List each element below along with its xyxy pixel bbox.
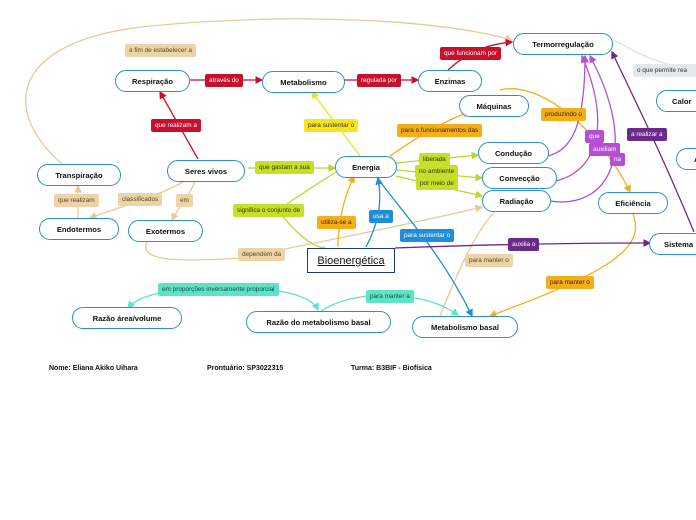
footer-prontuario: Prontuário: SP3022315 — [207, 365, 284, 372]
main-topic-bioenergetica[interactable]: Bioenergética — [307, 248, 395, 273]
link-em: em — [176, 194, 193, 207]
footer-turma: Turma: B3BIF - Biofísica — [351, 365, 432, 372]
link-para-manter-a: para manter a — [366, 290, 414, 303]
node-transpiracao[interactable]: Transpiração — [37, 164, 121, 186]
link-para-manter-o: para manter o — [465, 254, 513, 267]
link-que-funcionam-por: que funcionam por — [440, 47, 501, 60]
link-para-sustentar-o-blue: para sustentar o — [400, 229, 455, 242]
link-para-manter-o-orange: para manter o — [546, 276, 594, 289]
node-conducao[interactable]: Condução — [478, 142, 549, 164]
link-auxilia-o: auxilia o — [508, 238, 540, 251]
node-razao-area-volume[interactable]: Razão área/volume — [72, 307, 182, 329]
link-em-proporcoes: em proporções inversamente proporcial — [158, 283, 279, 296]
link-auxiliam: auxiliam — [589, 143, 621, 156]
node-endotermos[interactable]: Endotermos — [39, 218, 119, 240]
link-para-o-funcionamentos: para o funcionamentos das — [397, 124, 483, 137]
link-para-sustentar-o: para sustentar o — [304, 119, 359, 132]
link-que-gastam-a-sua: que gastam a sua — [255, 161, 314, 174]
link-no-ambiente: no ambiente — [415, 165, 459, 178]
link-produzindo-o: produzindo o — [541, 108, 586, 121]
node-respiracao[interactable]: Respiração — [115, 70, 190, 92]
node-metabolismo-basal[interactable]: Metabolismo basal — [412, 316, 518, 338]
link-o-que-permite: o que permite rea — [633, 64, 696, 77]
link-na: na — [610, 153, 626, 166]
node-metabolismo[interactable]: Metabolismo — [262, 71, 345, 93]
link-por-meio-de: por meio de — [416, 177, 458, 190]
node-exotermos[interactable]: Exotermos — [128, 220, 203, 242]
link-regulada-por: regulada por — [357, 74, 401, 87]
footer-nome: Nome: Eliana Akiko Uihara — [49, 365, 138, 372]
node-maquinas[interactable]: Máquinas — [459, 95, 529, 117]
link-a-fim-de-estabelecer: a fim de estabelecer a — [125, 44, 196, 57]
node-enzimas[interactable]: Enzimas — [418, 70, 482, 92]
link-classificados: classificados — [118, 193, 163, 206]
link-atraves-do: através do — [205, 74, 243, 87]
link-que-realizam-a: que realizam a — [151, 119, 201, 132]
node-razao-metabolismo-basal[interactable]: Razão do metabolismo basal — [246, 311, 391, 333]
link-significa-o-conjunto: significa o conjunto de — [233, 204, 305, 217]
link-que: que — [585, 130, 604, 143]
node-seres-vivos[interactable]: Seres vivos — [167, 160, 245, 182]
link-liberada: liberada — [419, 153, 450, 166]
link-usa-a: usa a — [369, 210, 393, 223]
link-dependem-da: dependem da — [238, 248, 286, 261]
node-termorregulacao[interactable]: Termorregulação — [513, 33, 613, 55]
node-conveccao[interactable]: Convecção — [482, 167, 557, 189]
node-sistema[interactable]: Sistema — [649, 233, 696, 255]
node-partial-a[interactable]: A — [676, 148, 696, 170]
node-radiacao[interactable]: Radiação — [482, 190, 551, 212]
node-energia[interactable]: Energia — [335, 156, 397, 178]
node-eficiencia[interactable]: Eficiência — [598, 192, 668, 214]
link-utiliza-se-a: utiliza-se a — [317, 216, 356, 229]
node-calor[interactable]: Calor — [656, 90, 696, 112]
link-que-realizam: que realizam — [54, 194, 99, 207]
link-a-realizar-a: a realizar a — [627, 128, 667, 141]
